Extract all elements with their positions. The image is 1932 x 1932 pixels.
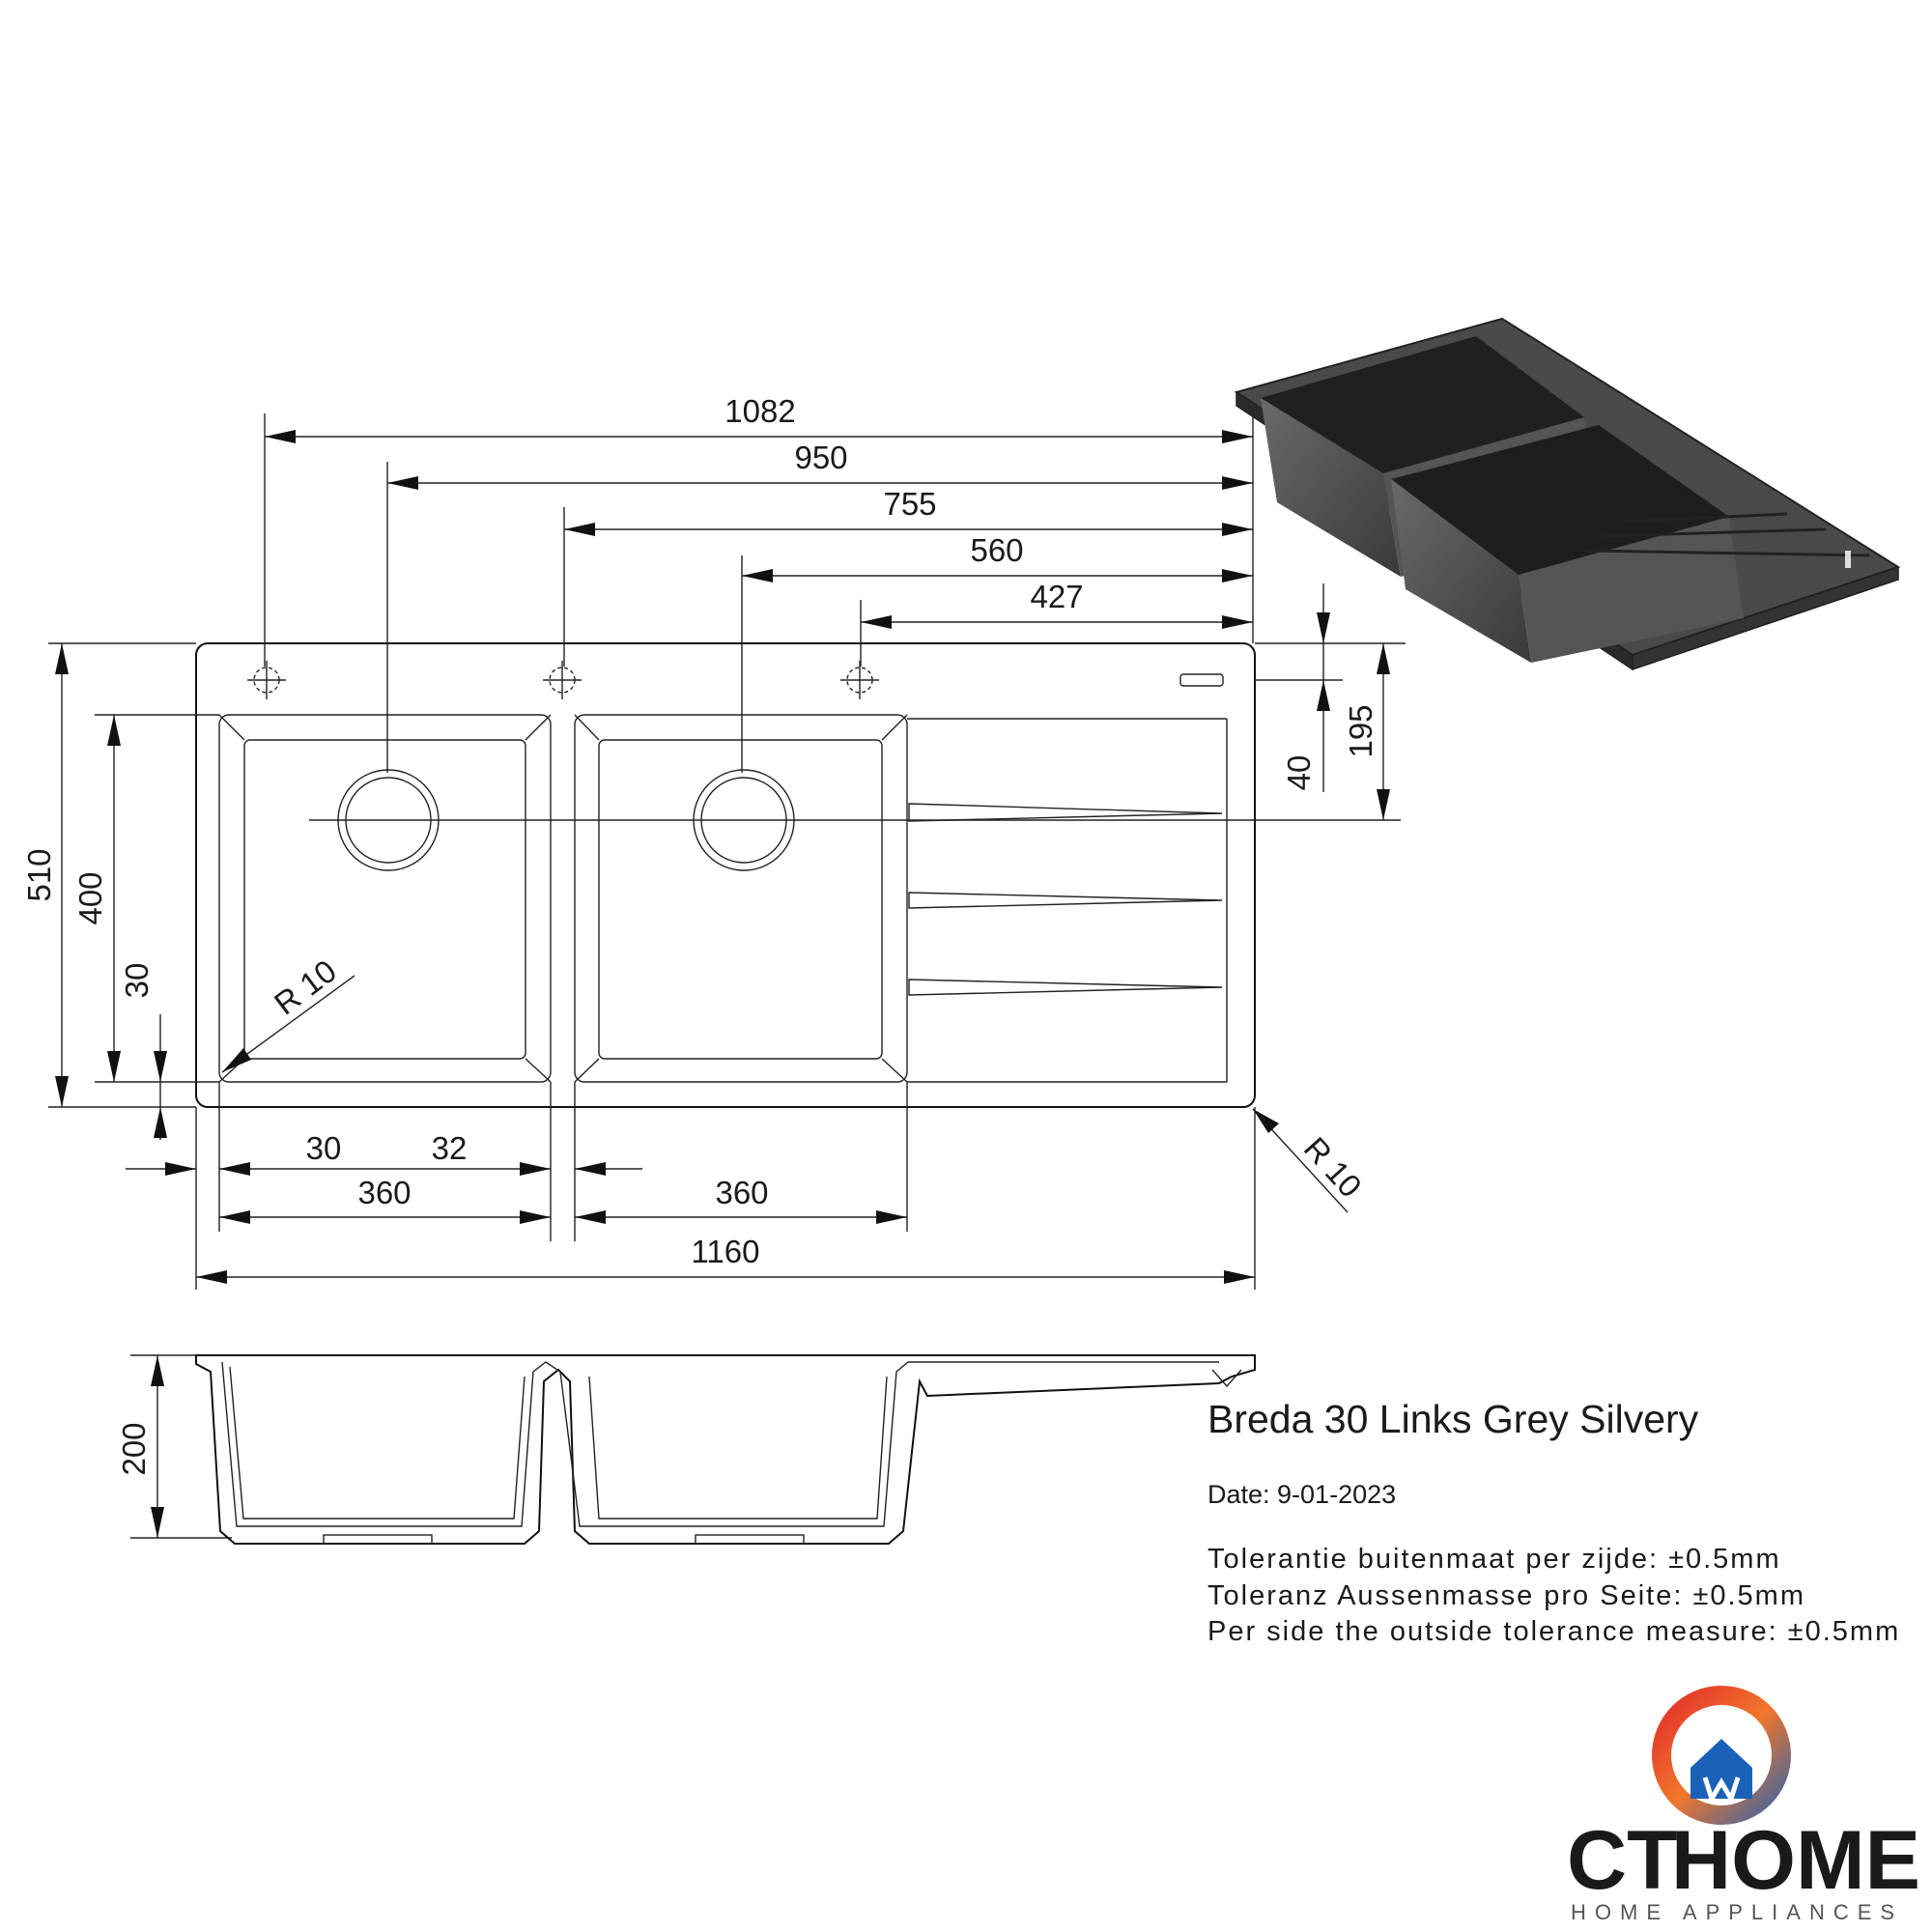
dim-30-horizontal: 30 (306, 1130, 342, 1166)
sink-3d-view (1234, 317, 1901, 671)
product-title: Breda 30 Links Grey Silvery (1208, 1397, 1699, 1441)
left-bowl-inner (243, 739, 526, 1060)
dim-400: 400 (72, 871, 108, 924)
tap-hole-marker (840, 661, 879, 699)
dim-755: 755 (883, 486, 936, 522)
dim-1082: 1082 (724, 393, 795, 429)
dim-195: 195 (1343, 704, 1378, 757)
dim-560: 560 (970, 532, 1023, 568)
top-dimensions: 1082 950 755 560 427 (264, 393, 1254, 773)
bottom-dimensions: 30 32 360 360 1160 R 10 (126, 1082, 1369, 1290)
dim-40: 40 (1281, 755, 1317, 791)
tap-hole-marker (543, 661, 582, 699)
tolerance-line-nl: Tolerantie buitenmaat per zijde: ±0.5mm (1208, 1544, 1781, 1575)
dim-32: 32 (432, 1130, 468, 1166)
dim-427: 427 (1030, 579, 1083, 614)
overflow-slot (1179, 673, 1224, 687)
sink-outline (195, 642, 1256, 1108)
tolerance-line-en: Per side the outside tolerance measure: … (1208, 1616, 1900, 1647)
info-block: Breda 30 Links Grey Silvery Date: 9-01-2… (1208, 1397, 1900, 1647)
cthome-logo: CT HOME HOME APPLIANCES (1567, 1686, 1920, 1924)
brand-ct: CT (1567, 1814, 1678, 1907)
tap-hole-marker (247, 661, 286, 699)
plan-view (195, 642, 1401, 1108)
drain-groove (908, 892, 1223, 909)
right-dimensions: 40 195 (1255, 583, 1406, 820)
product-date: Date: 9-01-2023 (1208, 1480, 1396, 1509)
left-dimensions: 510 400 30 R 10 (21, 642, 355, 1140)
drain-groove (908, 979, 1223, 996)
dim-360-right: 360 (715, 1175, 768, 1210)
dim-30-vertical: 30 (119, 963, 155, 999)
side-section-view: 200 (116, 1354, 1256, 1545)
dim-r10-outer: R 10 (1297, 1130, 1369, 1205)
dim-360-left: 360 (357, 1175, 411, 1210)
tolerance-line-de: Toleranz Aussenmasse pro Seite: ±0.5mm (1208, 1580, 1805, 1611)
drain-groove (908, 803, 1223, 822)
brand-home: HOME (1671, 1814, 1920, 1907)
dim-950: 950 (794, 440, 847, 475)
dim-1160: 1160 (692, 1234, 760, 1269)
dim-510: 510 (21, 848, 57, 901)
right-bowl-outer (574, 714, 908, 1083)
drainboard (907, 718, 1228, 1083)
brand-tagline: HOME APPLIANCES (1571, 1900, 1903, 1924)
right-bowl-inner (598, 739, 883, 1060)
dim-200: 200 (116, 1422, 152, 1475)
left-bowl-outer (218, 714, 552, 1083)
